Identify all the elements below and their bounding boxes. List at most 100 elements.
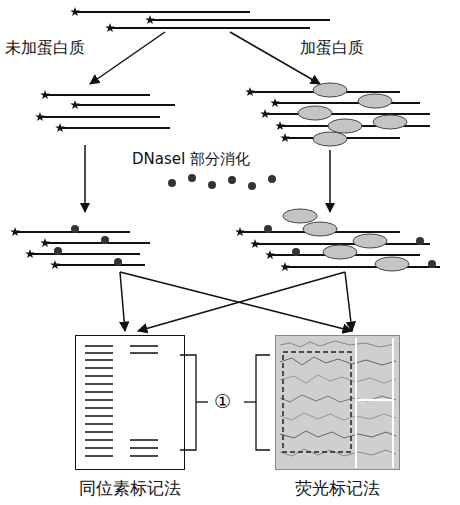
fluorescence-trace <box>280 341 395 347</box>
region-bracket <box>256 355 270 450</box>
label-star <box>260 109 270 118</box>
gel-band <box>85 391 113 393</box>
gel-band <box>130 439 158 441</box>
gel-band <box>85 383 113 385</box>
dna-strand <box>75 104 175 106</box>
node-caption: 同位素标记法 <box>36 477 224 500</box>
dnase-enzyme <box>268 175 276 183</box>
dna-strand <box>250 92 430 138</box>
flow-arrow <box>345 272 352 331</box>
dna-strand <box>110 27 310 29</box>
gel-band <box>85 345 113 347</box>
gel-band <box>130 345 158 347</box>
callout-number: ① <box>214 390 231 412</box>
label-star <box>70 100 80 109</box>
gel-band <box>85 399 113 401</box>
gel-band <box>130 447 158 449</box>
bound-protein <box>298 83 407 146</box>
bound-protein <box>303 222 337 236</box>
dna-strand <box>75 12 330 28</box>
dnase-enzyme <box>168 179 176 187</box>
fluorescence-trace <box>280 375 396 383</box>
label-star <box>10 227 60 269</box>
gel-band <box>85 346 158 456</box>
gel-band <box>85 415 113 417</box>
gel-band <box>130 352 158 354</box>
gel-band <box>85 447 113 449</box>
label-star <box>35 90 80 132</box>
fluorescence-trace <box>280 413 396 420</box>
gel-band <box>85 431 113 433</box>
bound-protein <box>283 209 317 223</box>
label-star <box>235 227 245 236</box>
dnase-enzyme <box>71 225 79 233</box>
label-star <box>40 90 50 99</box>
fluorescence-trace <box>280 395 396 402</box>
gel-band <box>85 455 113 457</box>
footprint-region <box>283 352 351 452</box>
dna-strand <box>15 232 150 265</box>
dna-strand <box>150 19 330 21</box>
label-star <box>245 87 255 96</box>
bound-protein <box>353 234 387 248</box>
flow-arrow <box>120 272 352 331</box>
dnase-enzyme <box>114 258 122 266</box>
flow-arrow <box>329 150 331 212</box>
dnase-enzyme <box>264 225 436 268</box>
dna-strand <box>45 94 150 96</box>
bound-protein <box>373 115 407 129</box>
flow-arrow <box>138 272 345 331</box>
dnase-enzyme <box>168 174 276 190</box>
dnase-enzyme <box>188 174 196 182</box>
label-star <box>25 249 35 258</box>
dna-strand <box>285 266 440 268</box>
fluorescence-trace <box>280 431 396 438</box>
flow-arrow <box>90 32 165 84</box>
gel-band <box>85 375 113 377</box>
bound-protein <box>283 209 409 271</box>
label-star <box>50 260 60 269</box>
gel-band <box>85 359 113 361</box>
fluorescence-image: 荧光标记法 <box>275 335 400 470</box>
label-star <box>245 87 290 142</box>
flow-arrow <box>85 32 352 331</box>
label-star <box>35 112 45 121</box>
label-star <box>55 123 65 132</box>
gel-band <box>85 367 113 369</box>
bound-protein <box>323 245 357 259</box>
dnase-enzyme <box>264 225 272 233</box>
label-star <box>280 262 290 271</box>
bound-protein <box>313 132 347 146</box>
gel-band <box>130 455 158 457</box>
flow-arrow <box>84 145 86 212</box>
isotope-gel: 同位素标记法 <box>75 335 185 470</box>
dna-strand <box>40 95 175 128</box>
condition-label: 加蛋白质 <box>300 38 364 59</box>
dnase-enzyme <box>428 260 436 268</box>
label-star <box>280 133 290 142</box>
dna-strand <box>45 242 150 244</box>
region-bracket <box>244 401 256 402</box>
dna-strand <box>60 127 170 129</box>
fluorescence-trace <box>280 338 396 468</box>
label-star <box>250 239 260 248</box>
label-star <box>70 7 155 32</box>
label-star <box>235 227 290 271</box>
dnase-enzyme <box>248 182 256 190</box>
dnase-enzyme <box>416 237 424 245</box>
label-star <box>40 238 50 247</box>
bound-protein <box>328 119 362 133</box>
step-label: DNaseI 部分消化 <box>132 150 250 169</box>
dna-strand <box>275 102 420 104</box>
condition-label: 未加蛋白质 <box>5 38 85 59</box>
gel-background <box>75 335 185 470</box>
region-bracket <box>196 401 208 402</box>
dnase-enzyme <box>54 225 122 266</box>
region-bracket <box>180 355 196 450</box>
fluorescence-trace <box>355 338 357 468</box>
dna-strand <box>55 264 145 266</box>
dnase-enzyme <box>208 181 216 189</box>
bound-protein <box>375 257 409 271</box>
